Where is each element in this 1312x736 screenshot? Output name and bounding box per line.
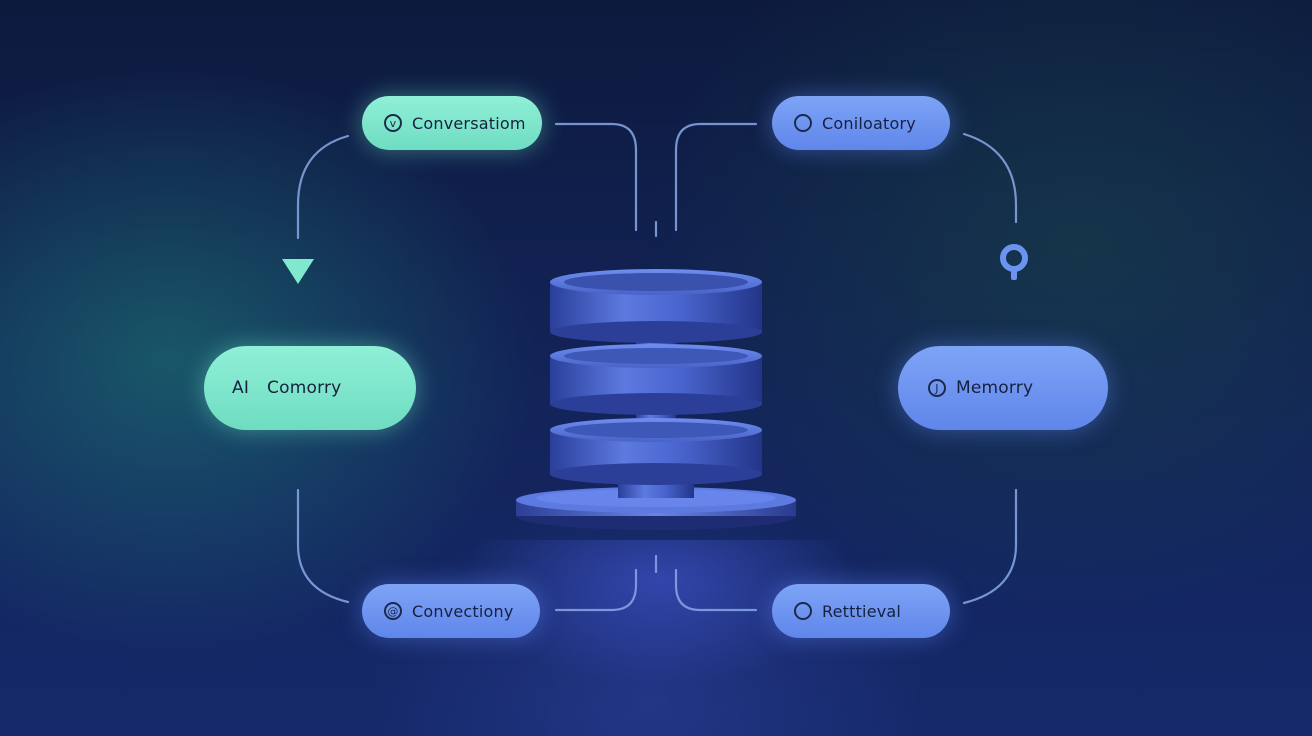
pin-marker-icon xyxy=(1000,244,1028,280)
connector-contributory-memory xyxy=(962,132,1018,224)
node-ai-memory[interactable]: AI Comorry xyxy=(204,346,416,430)
node-contributory[interactable]: Coniloatory xyxy=(772,96,950,150)
connector-connectivity-center xyxy=(554,568,638,612)
connector-memory-retrieval xyxy=(962,488,1018,605)
floor-glow xyxy=(400,540,920,736)
node-conversation-label: Conversatiom xyxy=(412,113,526,133)
node-contributory-label: Coniloatory xyxy=(822,113,916,133)
memory-circle-icon: J xyxy=(928,379,946,397)
node-memory-label: Memorry xyxy=(956,378,1034,398)
node-ai-memory-label: Comorry xyxy=(267,378,342,398)
node-connectivity-label: Convectiony xyxy=(412,601,514,621)
circle-icon xyxy=(794,114,812,132)
node-ai-memory-prefix: AI xyxy=(232,378,250,398)
connector-conversation-ai-memory xyxy=(296,134,350,240)
connector-retrieval-center xyxy=(674,568,758,612)
node-retrieval-label: Retttieval xyxy=(822,601,902,621)
database-icon xyxy=(516,269,796,530)
node-memory[interactable]: J Memorry xyxy=(898,346,1108,430)
node-conversation[interactable]: v Conversatiom xyxy=(362,96,542,150)
connector-contributory-center xyxy=(674,122,758,232)
check-circle-icon: v xyxy=(384,114,402,132)
node-connectivity[interactable]: @ Convectiony xyxy=(362,584,540,638)
connector-conversation-center xyxy=(554,122,638,232)
node-retrieval[interactable]: Retttieval xyxy=(772,584,950,638)
retrieval-circle-icon xyxy=(794,602,812,620)
connector-ai-memory-connectivity xyxy=(296,488,350,604)
arrow-down-icon xyxy=(282,259,314,284)
at-circle-icon: @ xyxy=(384,602,402,620)
